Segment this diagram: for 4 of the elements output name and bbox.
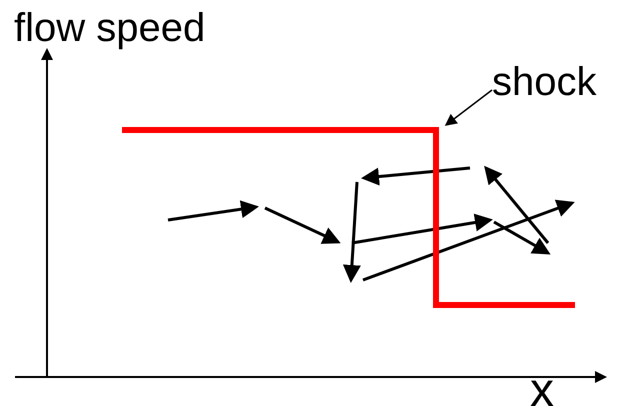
axis-label: x [530,378,554,404]
leader-line [444,89,492,126]
axis-label: flow speed [14,5,206,52]
shock-label: shock [492,58,620,106]
